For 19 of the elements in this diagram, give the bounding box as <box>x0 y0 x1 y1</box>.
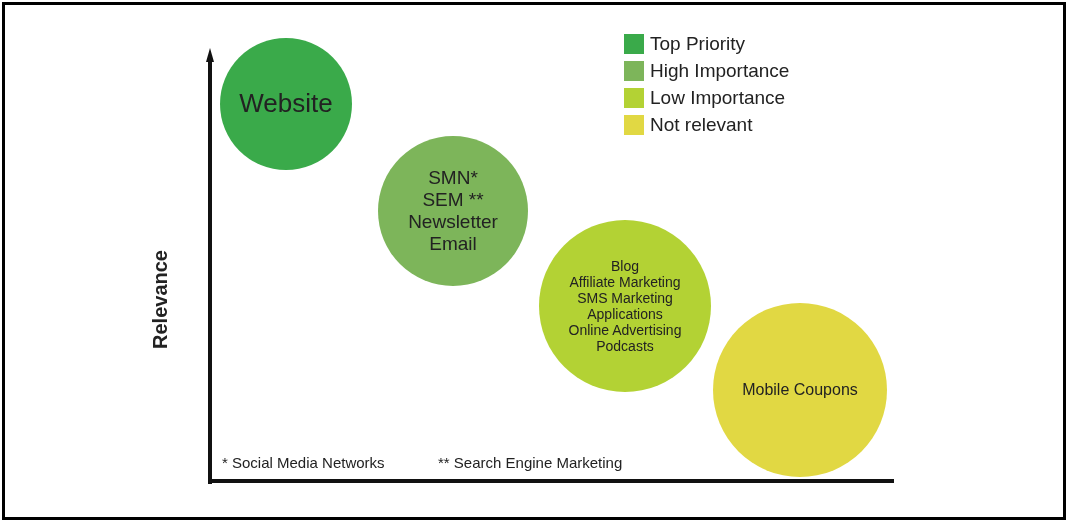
circle-text: SEM ** <box>422 189 484 211</box>
circle-text: Podcasts <box>596 338 654 355</box>
circle-text: SMN* <box>428 167 478 190</box>
axis-title: Relevance <box>148 249 172 350</box>
circle-text: Website <box>239 89 333 119</box>
circle-text: Applications <box>587 306 663 323</box>
circle-text: Blog <box>611 257 639 274</box>
legend-label: High Importance <box>650 60 790 82</box>
legend-label: Not relevant <box>650 114 753 136</box>
legend-label: Top Priority <box>650 33 746 55</box>
footnote: ** Search Engine Marketing <box>438 454 623 471</box>
circle-text: Email <box>429 232 477 255</box>
footnote: * Social Media Networks <box>222 454 385 471</box>
circle-text: SMS Marketing <box>577 289 673 306</box>
circle-text: Newsletter <box>408 211 498 233</box>
circle-text: Affiliate Marketing <box>569 273 681 290</box>
circle-text: Mobile Coupons <box>742 380 858 400</box>
legend-label: Low Importance <box>650 87 786 109</box>
circle-text: Online Advertising <box>568 322 682 339</box>
